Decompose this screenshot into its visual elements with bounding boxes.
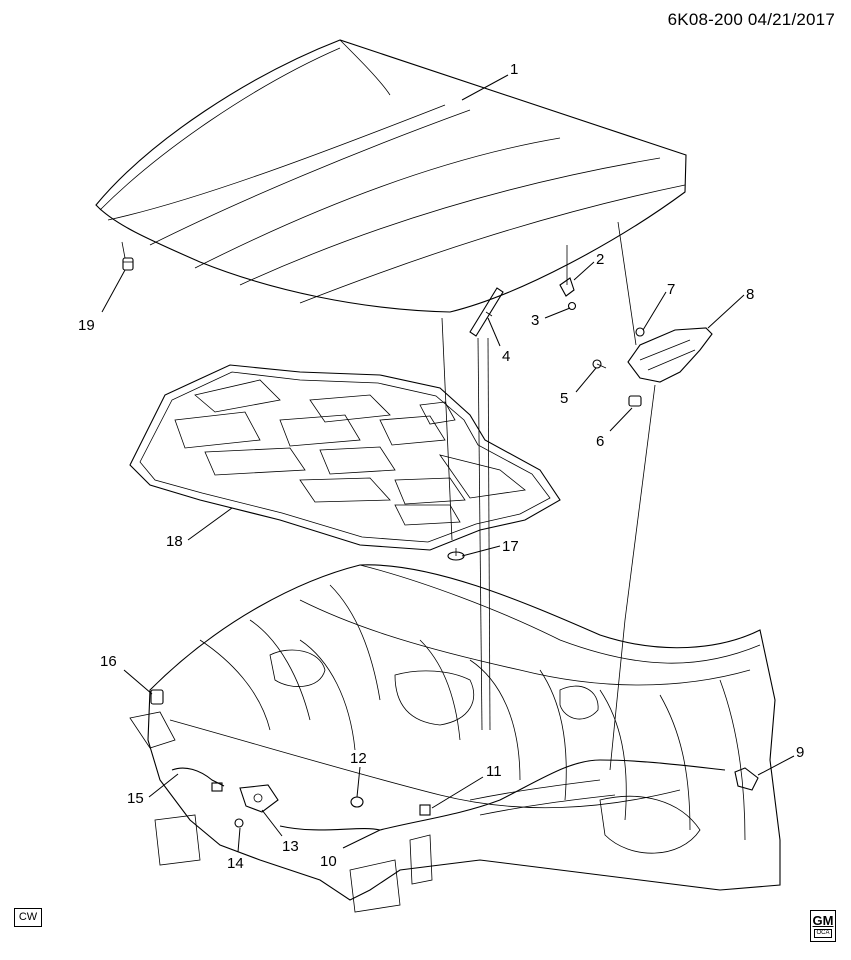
hood-panel bbox=[95, 39, 687, 313]
hinge-retainer bbox=[635, 327, 645, 337]
hinge-nut bbox=[628, 395, 642, 407]
hood-insulator bbox=[129, 364, 561, 551]
callout-18: 18 bbox=[166, 533, 183, 550]
callout-8: 8 bbox=[746, 286, 754, 303]
hood-latch bbox=[239, 784, 279, 813]
callout-1: 1 bbox=[510, 61, 518, 78]
latch-bolt bbox=[234, 818, 244, 828]
projection-lines bbox=[121, 221, 656, 771]
logo-sub: OCA bbox=[814, 929, 832, 938]
callout-19: 19 bbox=[78, 317, 95, 334]
callout-11: 11 bbox=[486, 763, 502, 780]
callout-15: 15 bbox=[127, 790, 144, 807]
callout-5: 5 bbox=[560, 390, 568, 407]
hood-bumper-front bbox=[150, 689, 164, 705]
gm-logo: GM OCA bbox=[810, 910, 836, 942]
callout-17: 17 bbox=[502, 538, 519, 555]
callout-10: 10 bbox=[320, 853, 337, 870]
callout-9: 9 bbox=[796, 744, 804, 761]
callout-3: 3 bbox=[531, 312, 539, 329]
hood-strut-bracket bbox=[559, 277, 577, 311]
hood-gas-strut bbox=[469, 287, 504, 337]
callout-7: 7 bbox=[667, 281, 675, 298]
callout-6: 6 bbox=[596, 433, 604, 450]
diagram-header: 6K08-200 04/21/2017 bbox=[668, 10, 835, 30]
diagram-code: 6K08-200 bbox=[667, 10, 743, 29]
callout-leaders bbox=[101, 74, 795, 853]
orientation-mark: CW bbox=[14, 908, 42, 927]
callout-16: 16 bbox=[100, 653, 117, 670]
hood-bumper-stop bbox=[122, 257, 134, 271]
hood-release-handle bbox=[734, 767, 759, 791]
cable-clip bbox=[419, 804, 431, 816]
latch-switch-harness bbox=[171, 767, 225, 792]
cable-grommet bbox=[350, 796, 364, 808]
diagram-date: 04/21/2017 bbox=[747, 10, 835, 29]
callout-4: 4 bbox=[502, 348, 510, 365]
callout-labels: 1 2 3 4 5 6 7 8 9 10 11 12 13 14 15 16 1… bbox=[78, 61, 804, 872]
logo-brand: GM bbox=[812, 913, 834, 928]
hinge-bolt bbox=[592, 359, 607, 369]
hood-release-cable bbox=[279, 759, 726, 831]
callout-12: 12 bbox=[350, 750, 367, 767]
hood-hinge bbox=[627, 327, 713, 383]
callout-13: 13 bbox=[282, 838, 299, 855]
callout-2: 2 bbox=[596, 251, 604, 268]
callout-14: 14 bbox=[227, 855, 244, 872]
vehicle-body-structure bbox=[129, 564, 781, 913]
insulator-retainer-clip bbox=[447, 548, 465, 561]
